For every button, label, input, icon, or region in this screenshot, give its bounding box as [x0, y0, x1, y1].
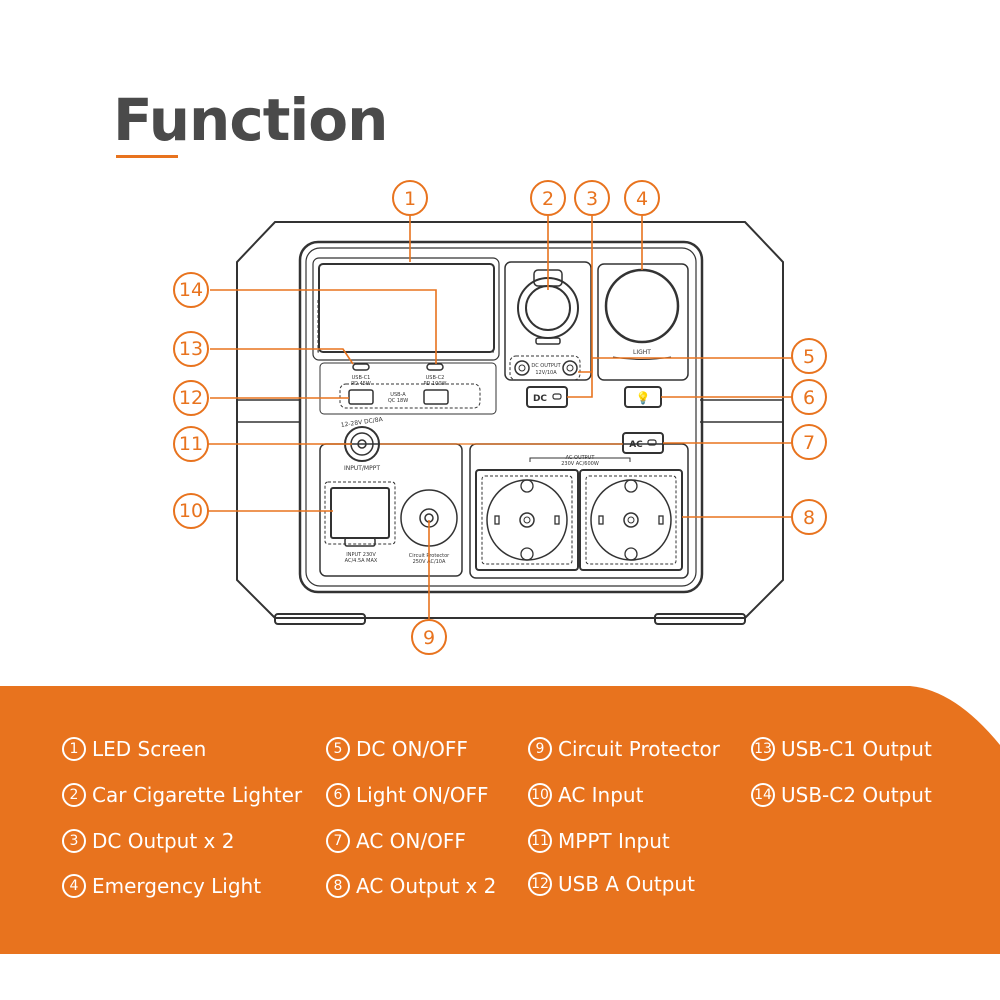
led-screen	[312, 257, 500, 361]
callout-8: 8	[803, 507, 815, 529]
legend-label: USB A Output	[558, 872, 695, 896]
usb-ports	[319, 362, 497, 415]
mppt-label: INPUT/MPPT	[344, 465, 380, 472]
usb-c1-rating: PD 45W	[351, 381, 371, 387]
emergency-light	[597, 263, 689, 381]
callout-5: 5	[803, 346, 815, 368]
usb-a-port-2	[423, 389, 449, 405]
legend-num: 11	[528, 829, 552, 853]
legend-num: 6	[326, 783, 350, 807]
legend-num: 2	[62, 783, 86, 807]
ac-output-socket-2	[579, 469, 683, 571]
callout-1: 1	[404, 188, 416, 210]
legend-label: USB-C2 Output	[781, 783, 932, 807]
dc-output-label: DC OUTPUT	[531, 363, 561, 369]
callout-10: 10	[179, 500, 203, 522]
light-label: LIGHT	[633, 349, 651, 356]
ac-button-label: AC	[629, 440, 643, 450]
legend-label: Circuit Protector	[558, 737, 720, 761]
legend-num: 9	[528, 737, 552, 761]
callout-11: 11	[179, 433, 203, 455]
ac-output-socket-1	[475, 469, 579, 571]
legend-label: Car Cigarette Lighter	[92, 783, 303, 807]
legend-label: AC Input	[558, 783, 644, 807]
usb-c2-label: USB-C2	[426, 375, 445, 381]
callout-14: 14	[179, 279, 203, 301]
callout-7: 7	[803, 432, 815, 454]
legend-label: Emergency Light	[92, 874, 262, 898]
legend-num: 3	[62, 829, 86, 853]
usb-c1-port	[352, 363, 370, 371]
ac-input-socket	[330, 487, 390, 539]
callout-2: 2	[542, 188, 554, 210]
callout-circles	[173, 180, 827, 655]
legend-label: DC Output x 2	[92, 829, 235, 853]
device-body	[236, 221, 784, 625]
callout-6: 6	[803, 387, 815, 409]
legend-num: 12	[528, 872, 552, 896]
legend-banner	[0, 686, 1000, 954]
callout-12: 12	[179, 387, 203, 409]
legend-label: LED Screen	[92, 737, 207, 761]
legend-num: 8	[326, 874, 350, 898]
title-underline	[116, 155, 178, 158]
usb-a-label: USB-A	[390, 392, 406, 398]
usb-c2-rating: PD 100W	[424, 381, 447, 387]
ac-output-label: AC OUTPUT	[566, 455, 596, 461]
ac-input-label: INPUT 230V	[346, 552, 376, 558]
legend-num: 7	[326, 829, 350, 853]
callout-4: 4	[636, 188, 648, 210]
legend-num: 4	[62, 874, 86, 898]
legend-label: DC ON/OFF	[356, 737, 468, 761]
legend-label: USB-C1 Output	[781, 737, 932, 761]
callout-13: 13	[179, 338, 203, 360]
dc-output-rating: 12V/10A	[535, 370, 557, 376]
legend-num: 13	[751, 737, 775, 761]
dc-button-label: DC	[533, 394, 547, 404]
usb-a-rating: QC 18W	[388, 398, 408, 404]
legend-num: 14	[751, 783, 775, 807]
callout-3: 3	[586, 188, 598, 210]
usb-c2-port	[426, 363, 444, 371]
legend-label: AC ON/OFF	[356, 829, 466, 853]
legend-num: 1	[62, 737, 86, 761]
usb-c1-label: USB-C1	[352, 375, 371, 381]
legend-num: 10	[528, 783, 552, 807]
legend-label: MPPT Input	[558, 829, 670, 853]
usb-a-port-1	[348, 389, 374, 405]
callout-9: 9	[423, 627, 435, 649]
legend-label: Light ON/OFF	[356, 783, 489, 807]
legend-label: AC Output x 2	[356, 874, 497, 898]
legend-num: 5	[326, 737, 350, 761]
callout-lines	[208, 216, 792, 620]
page-title: Function	[113, 86, 388, 154]
light-bulb-icon: 💡	[636, 391, 651, 405]
ac-output-rating: 230V AC/600W	[561, 461, 599, 467]
ac-input-rating: AC/4.5A MAX	[345, 558, 378, 564]
